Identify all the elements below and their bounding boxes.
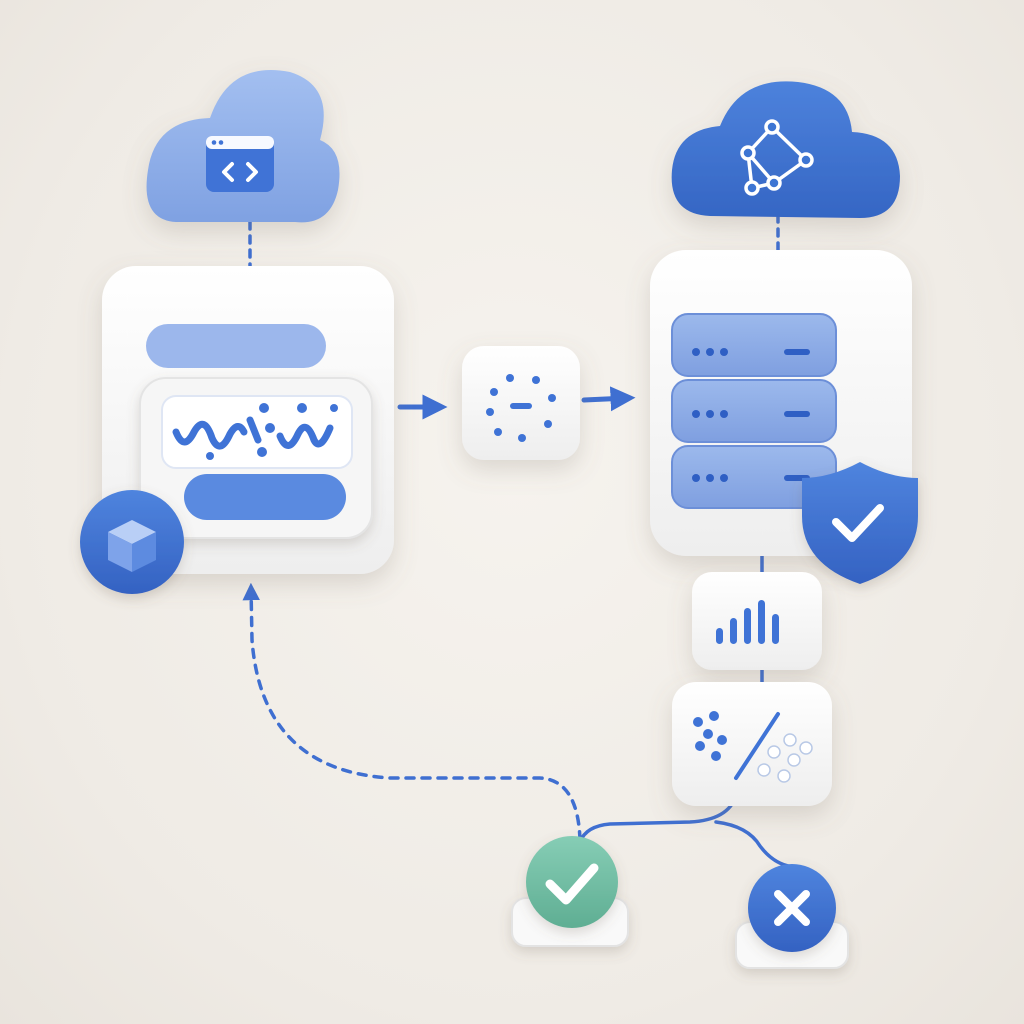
client-cloud[interactable] [146, 69, 340, 223]
analytics-node-body [692, 572, 822, 670]
x-icon [774, 890, 810, 926]
server-slot-2 [671, 379, 837, 443]
analytics-node[interactable] [692, 572, 822, 670]
cloud-shape [671, 81, 900, 218]
edge-classifier-to-failure [714, 820, 790, 868]
failure-outcome[interactable] [735, 864, 849, 969]
edge-feedback-loop [242, 582, 582, 842]
waveform-icon [172, 416, 334, 450]
classifier-node[interactable] [672, 682, 832, 806]
success-outcome[interactable] [511, 836, 629, 947]
check-icon [545, 863, 599, 905]
cube-badge[interactable] [80, 490, 184, 594]
split-dots-icon [693, 711, 813, 783]
shield-check-icon [802, 462, 918, 584]
waveform-dots [206, 403, 338, 460]
success-disc [526, 836, 618, 928]
submit-bar-placeholder [184, 474, 346, 520]
input-form-card[interactable] [102, 266, 394, 574]
title-bar-placeholder [146, 324, 326, 368]
processing-node[interactable] [462, 346, 580, 460]
code-window-icon [206, 136, 274, 192]
cube-icon [108, 520, 156, 572]
dots-dash-icon [486, 374, 556, 442]
edge-classifier-to-outcomes [578, 794, 738, 844]
edge-processor-to-rack [581, 386, 636, 412]
security-shield[interactable] [802, 462, 918, 584]
connectors [242, 213, 790, 868]
bar-chart-icon [716, 600, 779, 644]
network-graph-icon [740, 119, 814, 196]
server-slot-1 [671, 313, 837, 377]
server-cloud[interactable] [671, 81, 900, 218]
check-mark [832, 504, 884, 542]
